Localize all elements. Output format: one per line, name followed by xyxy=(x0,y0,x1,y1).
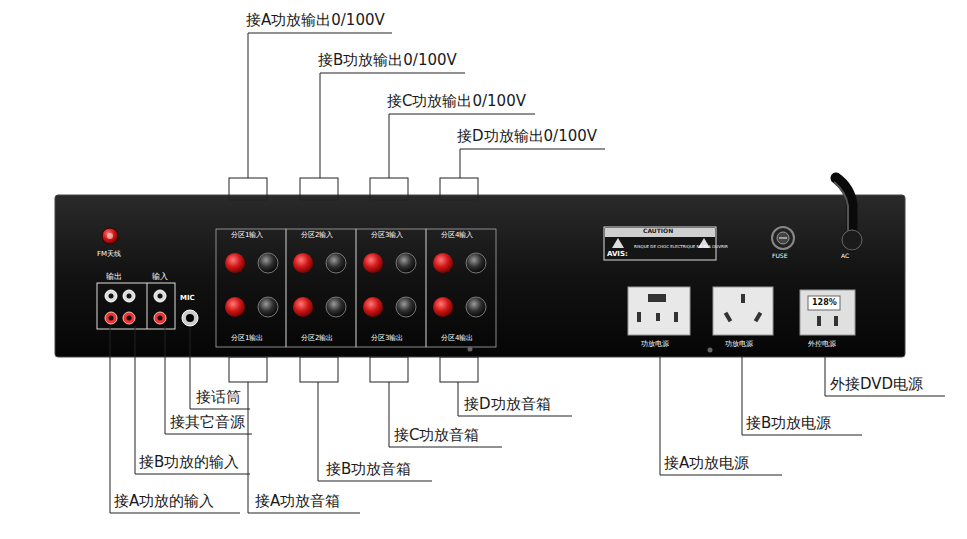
callout-label: 接B功放电源 xyxy=(746,415,831,432)
callout-label: 接A功放输出0/100V xyxy=(246,12,385,29)
callout-label: 接B功放音箱 xyxy=(326,461,411,478)
panel-label: 输出 xyxy=(106,272,122,281)
zone-label: 分区2输出 xyxy=(301,334,333,342)
callout-label: 接D功放音箱 xyxy=(464,396,551,413)
zone-label: 分区4输出 xyxy=(441,334,473,342)
zone-label: 分区3输入 xyxy=(371,231,403,239)
callout-label: 接C功放音箱 xyxy=(394,427,479,444)
panel-label: FM天线 xyxy=(97,250,121,258)
caution-label: CAUTION xyxy=(643,228,673,235)
panel-label: 输入 xyxy=(152,272,168,281)
socket-tag: 128% xyxy=(812,298,837,307)
socket-label: 功放电源 xyxy=(725,340,753,348)
callout-label: 外接DVD电源 xyxy=(830,376,923,393)
callout-label: 接A功放电源 xyxy=(664,455,749,472)
panel-label: FUSE xyxy=(772,253,787,260)
callout-label: 接B功放的输入 xyxy=(139,454,239,471)
callout-label: 接A功放的输入 xyxy=(114,493,214,510)
socket-label: 功放电源 xyxy=(641,340,669,348)
zone-label: 分区1输入 xyxy=(231,231,263,239)
callout-label: 接D功放输出0/100V xyxy=(457,128,597,145)
zone-label: 分区2输入 xyxy=(301,231,333,239)
zone-label: 分区4输入 xyxy=(441,231,473,239)
zone-label: 分区1输出 xyxy=(231,334,263,342)
panel-label: MIC xyxy=(180,294,195,302)
callout-label: 接C功放输出0/100V xyxy=(387,93,526,110)
callout-label: 接B功放输出0/100V xyxy=(318,52,457,69)
callout-label: 接A功放音箱 xyxy=(255,493,340,510)
caution-label: AVIS: xyxy=(607,250,628,258)
panel-label: AC xyxy=(841,253,849,260)
caution-label: RISQUE DE CHOC ELECTRIQUE NE PAS OUVRIR xyxy=(634,245,728,250)
zone-label: 分区3输出 xyxy=(371,334,403,342)
socket-label: 外控电源 xyxy=(808,340,836,348)
callout-label: 接其它音源 xyxy=(170,414,245,431)
callout-label: 接话筒 xyxy=(196,389,241,406)
